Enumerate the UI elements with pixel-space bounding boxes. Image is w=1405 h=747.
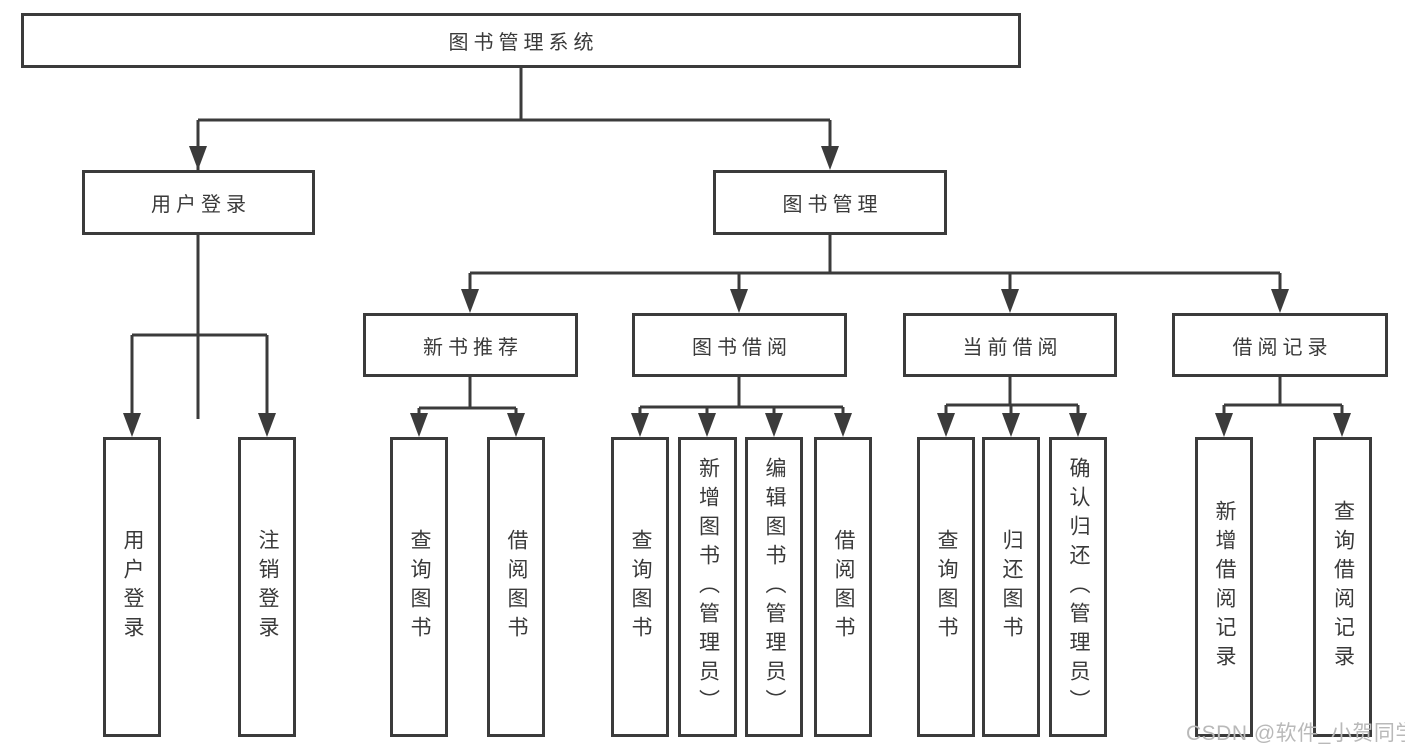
connector-book-borrow-branch [631, 377, 852, 437]
node-book-borrow: 图书借阅 [632, 313, 847, 377]
leaf-cb-query-books: 查询图书 [917, 437, 975, 737]
leaf-br-add-record: 新增借阅记录 [1195, 437, 1253, 737]
node-user-login: 用户登录 [82, 170, 315, 235]
arrowhead-leaf-edit-books [765, 413, 783, 437]
connector-root-to-level2 [189, 68, 839, 419]
connector-line [944, 377, 1080, 419]
arrowhead-leaf-logout [258, 413, 276, 437]
arrowhead-new-book-rec [461, 289, 479, 313]
arrowhead-leaf-query-books [937, 413, 955, 437]
node-current-borrow: 当前借阅 [903, 313, 1117, 377]
arrowhead-leaf-query-books [631, 413, 649, 437]
arrowhead-current-borrow [1001, 289, 1019, 313]
arrowhead-leaf-query-books [410, 413, 428, 437]
leaf-user-login: 用户登录 [103, 437, 161, 737]
leaf-nb-query-books: 查询图书 [390, 437, 448, 737]
arrowhead-leaf-user-login [123, 413, 141, 437]
connector-new-book-rec-branch [410, 377, 525, 437]
arrowhead-leaf-borrow-books [507, 413, 525, 437]
connector-line [638, 377, 845, 419]
arrowhead-book-borrow [730, 289, 748, 313]
arrowhead-leaf-query-record [1333, 413, 1351, 437]
connector-line [130, 235, 269, 419]
connector-line [468, 235, 1282, 295]
arrowhead-leaf-confirm-return [1069, 413, 1087, 437]
csdn-watermark: CSDN @软件_小贺同学 [1186, 722, 1405, 745]
arrowhead-book-mgmt [821, 146, 839, 170]
arrowhead-leaf-add-books [698, 413, 716, 437]
connector-book-mgmt-branch [461, 235, 1289, 313]
leaf-bb-edit-books-admin: 编辑图书（管理员） [745, 437, 803, 737]
leaf-cb-confirm-return-admin: 确认归还（管理员） [1049, 437, 1107, 737]
leaf-bb-borrow-books: 借阅图书 [814, 437, 872, 737]
leaf-bb-add-books-admin: 新增图书（管理员） [678, 437, 737, 737]
connector-current-borrow-branch [937, 377, 1087, 437]
arrowhead-leaf-borrow-books [834, 413, 852, 437]
connector-line [417, 377, 518, 419]
leaf-cb-return-books: 归还图书 [982, 437, 1040, 737]
arrowhead-user-login [189, 146, 207, 170]
leaf-br-query-record: 查询借阅记录 [1313, 437, 1372, 737]
arrowhead-leaf-return-books [1002, 413, 1020, 437]
leaf-nb-borrow-books: 借阅图书 [487, 437, 545, 737]
leaf-bb-query-books: 查询图书 [611, 437, 669, 737]
connector-borrow-records-branch [1215, 377, 1351, 437]
node-new-book-rec: 新书推荐 [363, 313, 578, 377]
node-borrow-records: 借阅记录 [1172, 313, 1388, 377]
leaf-logout: 注销登录 [238, 437, 296, 737]
node-book-mgmt: 图书管理 [713, 170, 947, 235]
connector-user-login-branch [123, 235, 276, 437]
arrowhead-leaf-add-record [1215, 413, 1233, 437]
node-root-library-system: 图书管理系统 [21, 13, 1021, 68]
connector-line [1222, 377, 1344, 419]
arrowhead-borrow-records [1271, 289, 1289, 313]
connector-line [196, 68, 832, 419]
